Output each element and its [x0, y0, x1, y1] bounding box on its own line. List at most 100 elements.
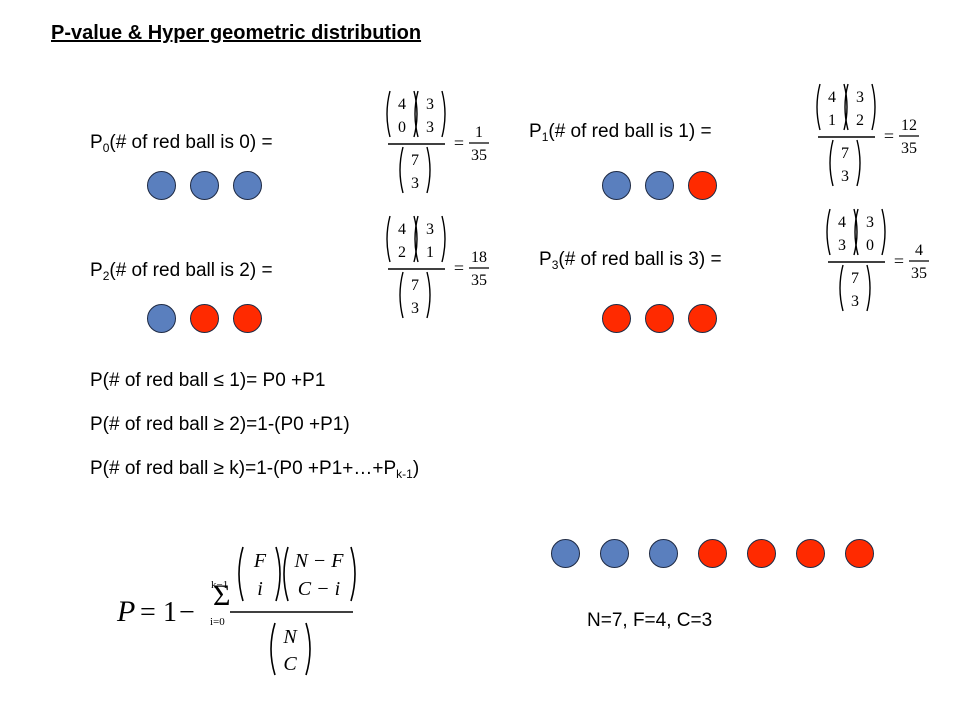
binom-a-top: 4 [828, 89, 836, 106]
red-ball [796, 539, 825, 568]
result-numerator: 18 [471, 249, 487, 266]
binom-b-top: 3 [426, 221, 434, 238]
binom-a-left-paren [816, 83, 821, 131]
den-bottom: C [283, 653, 297, 675]
binom-a-bottom: 2 [398, 244, 406, 261]
p3-text: (# of red ball is 3) = [558, 249, 722, 270]
binom-c-top: 7 [841, 145, 849, 162]
f2-left-paren [283, 546, 289, 602]
equals-sign: = [884, 126, 894, 146]
binom-a-right-paren [413, 215, 418, 263]
blue-ball [147, 171, 176, 200]
binom-a-bottom: 3 [838, 237, 846, 254]
blue-ball [551, 539, 580, 568]
den-right-paren [305, 622, 311, 676]
binom-b-bottom: 1 [426, 244, 434, 261]
summary-line-3-sub: k-1 [396, 467, 413, 481]
formula-minus: − [179, 597, 195, 628]
f2-right-paren [350, 546, 356, 602]
red-ball [688, 171, 717, 200]
binom-b-top: 3 [426, 96, 434, 113]
f1-bottom: i [257, 578, 263, 600]
binom-c-top: 7 [411, 277, 419, 294]
binom-a-bottom: 0 [398, 119, 406, 136]
summary-line-3-end: ) [412, 458, 420, 479]
p2-formula: 4 2 3 17 3 = 18 35 [386, 215, 489, 319]
result-denominator: 35 [901, 140, 917, 157]
binom-c-left-paren [399, 146, 404, 194]
p0-subscript: 0 [102, 141, 110, 155]
binom-a-top: 4 [398, 221, 406, 238]
p2-label: P2(# of red ball is 2) = [90, 260, 273, 283]
binom-b-left-paren [844, 83, 849, 131]
p1-text: (# of red ball is 1) = [548, 121, 712, 142]
p0-label: P0(# of red ball is 0) = [90, 132, 273, 155]
red-ball [747, 539, 776, 568]
population-params: N=7, F=4, C=3 [587, 610, 713, 631]
binom-c-left-paren [829, 139, 834, 187]
blue-ball [602, 171, 631, 200]
binom-b-right-paren [441, 215, 446, 263]
binom-c-right-paren [426, 146, 431, 194]
blue-ball [147, 304, 176, 333]
red-ball [645, 304, 674, 333]
p0-text: (# of red ball is 0) = [109, 132, 273, 153]
binom-b-top: 3 [856, 89, 864, 106]
binom-a-right-paren [413, 90, 418, 138]
p2-subscript: 2 [102, 269, 110, 283]
f1-top: F [253, 550, 267, 572]
f2-bottom: C − i [298, 578, 340, 600]
p2-text: (# of red ball is 2) = [109, 260, 273, 281]
binom-b-bottom: 2 [856, 112, 864, 129]
binom-a-bottom: 1 [828, 112, 836, 129]
binom-b-left-paren [854, 208, 859, 256]
binom-c-left-paren [839, 264, 844, 312]
summary-line-3: P(# of red ball ≥ k)=1-(P0 +P1+…+Pk-1) [90, 458, 419, 481]
result-denominator: 35 [911, 265, 927, 282]
red-ball [698, 539, 727, 568]
den-top: N [282, 626, 298, 648]
binom-c-right-paren [856, 139, 861, 187]
binom-c-bottom: 3 [851, 293, 859, 310]
f1-right-paren [275, 546, 281, 602]
result-denominator: 35 [471, 272, 487, 289]
binom-c-bottom: 3 [841, 168, 849, 185]
summary-line-3-main: P(# of red ball ≥ k)=1-(P0 +P1+…+P [90, 458, 397, 479]
binom-a-right-paren [843, 83, 848, 131]
binom-b-left-paren [414, 215, 419, 263]
binom-a-right-paren [853, 208, 858, 256]
binom-b-right-paren [441, 90, 446, 138]
binom-a-top: 4 [398, 96, 406, 113]
binom-c-bottom: 3 [411, 175, 419, 192]
binom-a-left-paren [386, 90, 391, 138]
binom-c-right-paren [866, 264, 871, 312]
blue-ball [600, 539, 629, 568]
binom-b-bottom: 3 [426, 119, 434, 136]
summary-line-1: P(# of red ball ≤ 1)= P0 +P1 [90, 370, 326, 391]
formula-eq: = [140, 597, 156, 628]
binom-c-bottom: 3 [411, 300, 419, 317]
red-ball [190, 304, 219, 333]
red-ball [688, 304, 717, 333]
sum-lower-limit: i=0 [210, 616, 225, 628]
binom-b-right-paren [881, 208, 886, 256]
summation-sign: Σ [213, 579, 230, 612]
red-ball [845, 539, 874, 568]
formula-lhs: P [116, 595, 135, 628]
slide-title: P-value & Hyper geometric distribution [51, 22, 422, 44]
result-numerator: 1 [475, 124, 483, 141]
den-left-paren [270, 622, 276, 676]
blue-ball [233, 171, 262, 200]
equals-sign: = [454, 258, 464, 278]
binom-b-right-paren [871, 83, 876, 131]
binom-a-left-paren [386, 215, 391, 263]
binom-c-right-paren [426, 271, 431, 319]
result-numerator: 4 [915, 242, 923, 259]
binom-c-left-paren [399, 271, 404, 319]
equals-sign: = [894, 251, 904, 271]
binom-c-top: 7 [851, 270, 859, 287]
f1-left-paren [238, 546, 244, 602]
result-numerator: 12 [901, 117, 917, 134]
